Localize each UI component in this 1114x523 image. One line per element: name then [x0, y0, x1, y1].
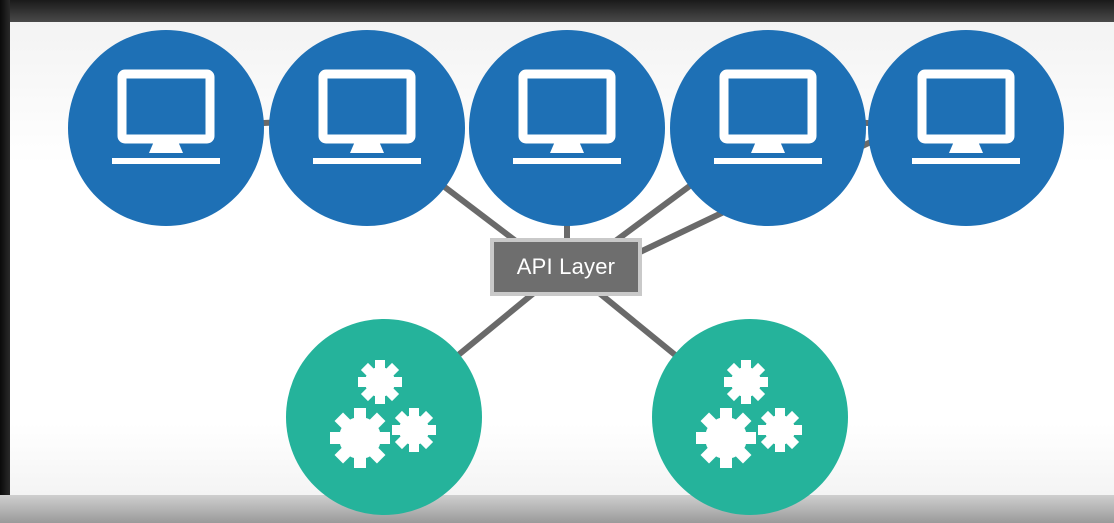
client-circle [670, 30, 866, 226]
client-node [868, 30, 1064, 226]
client-circle [469, 30, 665, 226]
client-node [269, 30, 465, 226]
top-bar [0, 0, 1114, 22]
bottom-bar [0, 495, 1114, 523]
client-circle [269, 30, 465, 226]
client-node [68, 30, 264, 226]
client-circle [868, 30, 1064, 226]
api-layer-box: API Layer [490, 238, 642, 296]
api-layer-label: API Layer [516, 254, 616, 279]
left-bar [0, 0, 10, 523]
service-node [652, 319, 848, 515]
service-circle [286, 319, 482, 515]
client-circle [68, 30, 264, 226]
client-node [670, 30, 866, 226]
client-node [469, 30, 665, 226]
service-node [286, 319, 482, 515]
service-circle [652, 319, 848, 515]
